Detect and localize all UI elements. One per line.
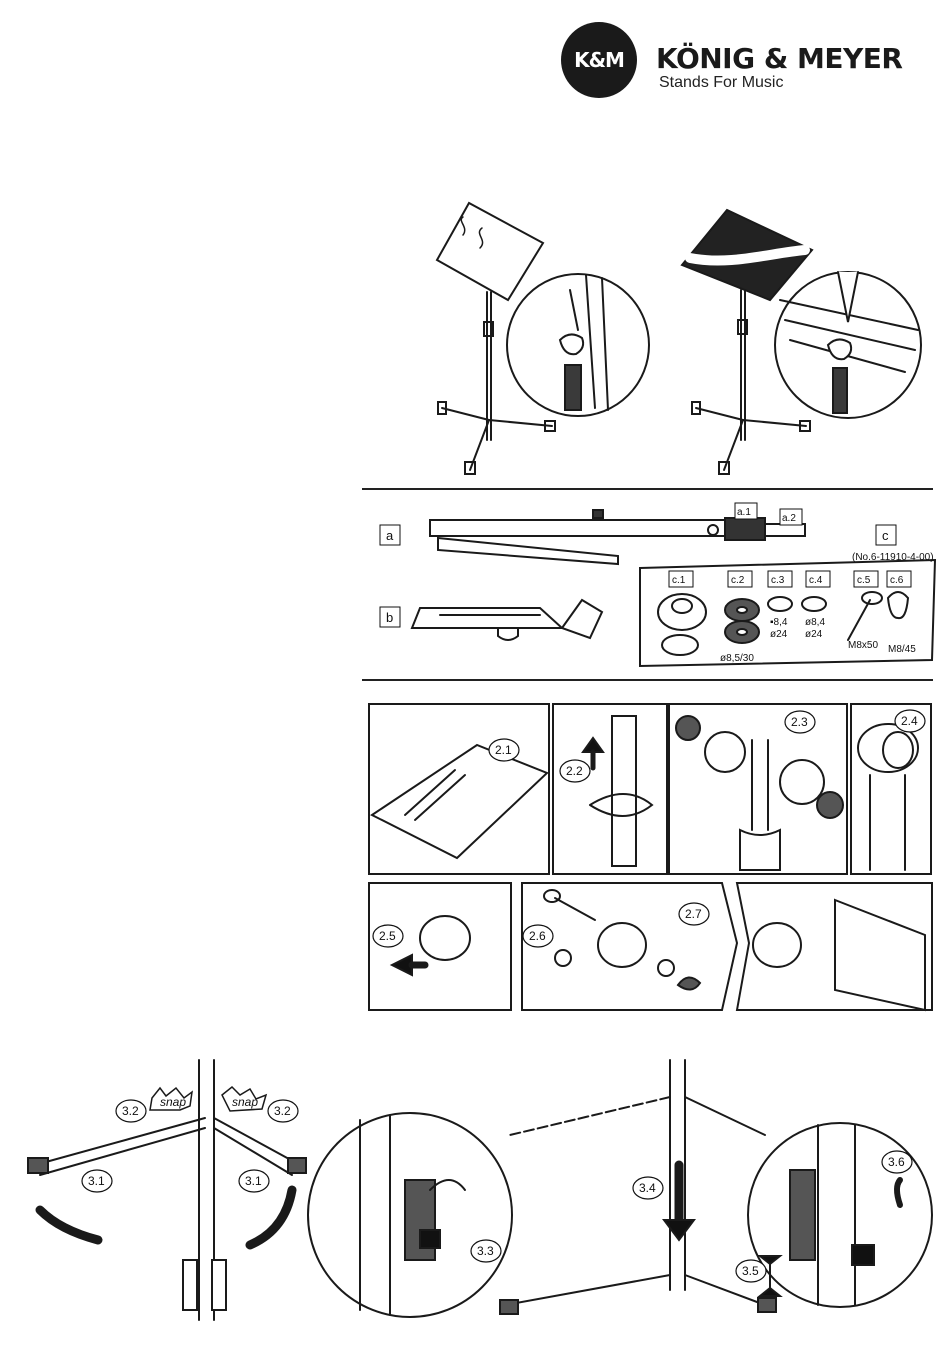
label-c3: c.3 [771,575,785,586]
zoom-circle-3-3 [308,1113,512,1317]
panel-2-1 [369,704,549,874]
step-2-5: 2.5 [379,929,396,943]
step-3-3: 3.3 [477,1244,494,1258]
panel-2-3 [669,704,847,874]
step-2-1: 2.1 [495,743,512,757]
part-b-bracket [412,600,602,640]
panel-2-2 [553,704,667,874]
step-3-2-left: 3.2 [122,1104,139,1118]
step-2-7: 2.7 [685,907,702,921]
dim-c2: ø8,5/30 [720,653,754,664]
step-3-5: 3.5 [742,1264,759,1278]
dim-c5: M8x50 [848,640,878,651]
panel-final [737,883,932,1010]
label-c4: c.4 [809,575,823,586]
label-a1: a.1 [737,507,751,518]
dim-c4-b: ø24 [805,629,823,640]
step-3-4: 3.4 [639,1181,656,1195]
label-a: a [386,528,394,543]
label-b: b [386,610,393,625]
label-c1: c.1 [672,575,686,586]
step-2-3: 2.3 [791,715,808,729]
step-3-2-right: 3.2 [274,1104,291,1118]
zoom-circle-left [507,274,649,416]
step-2-4: 2.4 [901,714,918,728]
zoom-circle-3-6 [748,1123,932,1307]
panel-2-6-2-7 [522,883,737,1010]
label-a2: a.2 [782,513,796,524]
dim-c3-a: ▪8,4 [770,617,788,628]
label-c5: c.5 [857,575,871,586]
dim-c3-b: ø24 [770,629,788,640]
label-c2: c.2 [731,575,745,586]
step-3-1-right: 3.1 [245,1174,262,1188]
step-2-2: 2.2 [566,764,583,778]
dim-c4-a: ø8,4 [805,617,825,628]
zoom-circle-right [775,272,921,418]
label-c6: c.6 [890,575,904,586]
snap-right: snap [232,1095,258,1109]
step-3-1-left: 3.1 [88,1174,105,1188]
step-3-6: 3.6 [888,1155,905,1169]
label-c-note: (No.6-11910-4-00) [852,552,934,563]
dim-c6: M8/45 [888,644,916,655]
snap-left: snap [160,1095,186,1109]
label-c: c [882,528,889,543]
step-2-6: 2.6 [529,929,546,943]
